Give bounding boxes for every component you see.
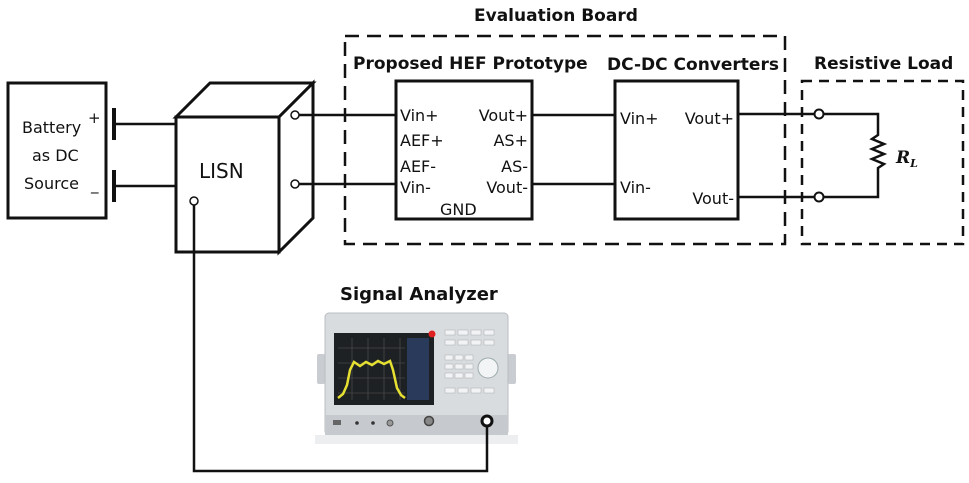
analyzer-rf-input[interactable] [480,414,494,428]
analyzer-connector-1 [386,419,394,427]
battery-label-line3: Source [24,174,79,193]
hef-pin-as-plus: AS+ [493,131,528,150]
hef-prototype-title: Proposed HEF Prototype [353,54,588,74]
lisn-output-plus-port [290,110,300,120]
signal-analyzer [315,312,518,444]
analyzer-base [315,435,518,444]
usb-port [333,420,341,425]
dcdc-pin-vin-plus: Vin+ [620,109,659,128]
hef-pin-as-minus: AS- [501,157,528,176]
screen-side-menu [407,338,429,400]
lisn-output-minus-port [290,179,300,189]
resistive-load-title: Resistive Load [814,54,953,74]
battery-source: Battery as DC Source + _ [6,81,116,220]
hef-prototype-box [394,79,534,221]
wire-lisn-analyzer [192,205,489,473]
power-button[interactable] [428,330,436,338]
hef-pin-aef-minus: AEF- [400,157,436,176]
lisn-front-face [174,115,281,254]
resistor-label: RL [895,148,918,170]
lisn-label: LISN [199,159,244,183]
dcdc-pin-vin-minus: Vin- [620,178,651,197]
analyzer-bottom-panel [325,415,508,435]
battery-label-line2: as DC [32,146,79,165]
battery-plus-sign: + [88,109,101,127]
analyzer-connector-2 [423,415,435,427]
screen-grid [338,338,405,400]
hef-pin-gnd: GND [440,200,477,219]
evaluation-board-title: Evaluation Board [474,6,638,26]
dcdc-title: DC-DC Converters [607,55,779,75]
evaluation-board-boundary [343,34,787,246]
hef-pin-vout-minus: Vout- [486,178,528,197]
load-terminal-plus [813,108,825,120]
hef-pin-aef-plus: AEF+ [400,131,444,150]
signal-analyzer-title: Signal Analyzer [340,284,498,305]
battery-label-line1: Battery [22,118,81,137]
analyzer-keypad [444,329,495,394]
rotary-knob[interactable] [477,357,499,379]
hef-pin-vin-minus: Vin- [400,178,431,197]
dcdc-pin-vout-plus: Vout+ [685,109,734,128]
battery-box [6,81,108,220]
hef-pin-vout-plus: Vout+ [479,106,528,125]
analyzer-right-handle [508,354,516,384]
hef-pin-vin-plus: Vin+ [400,106,439,125]
dcdc-box [613,79,740,221]
analyzer-left-handle [317,354,325,384]
screen-spectrum-trace [337,359,406,399]
load-terminal-minus [813,191,825,203]
resistor-rl [823,112,888,199]
lisn-measure-port [189,196,199,206]
lisn-box: LISN [172,79,317,256]
analyzer-jack-2 [371,421,375,425]
analyzer-jack-1 [355,421,359,425]
dcdc-pin-vout-minus: Vout- [692,189,734,208]
battery-minus-sign: _ [90,176,99,195]
resistive-load-boundary [800,79,965,246]
